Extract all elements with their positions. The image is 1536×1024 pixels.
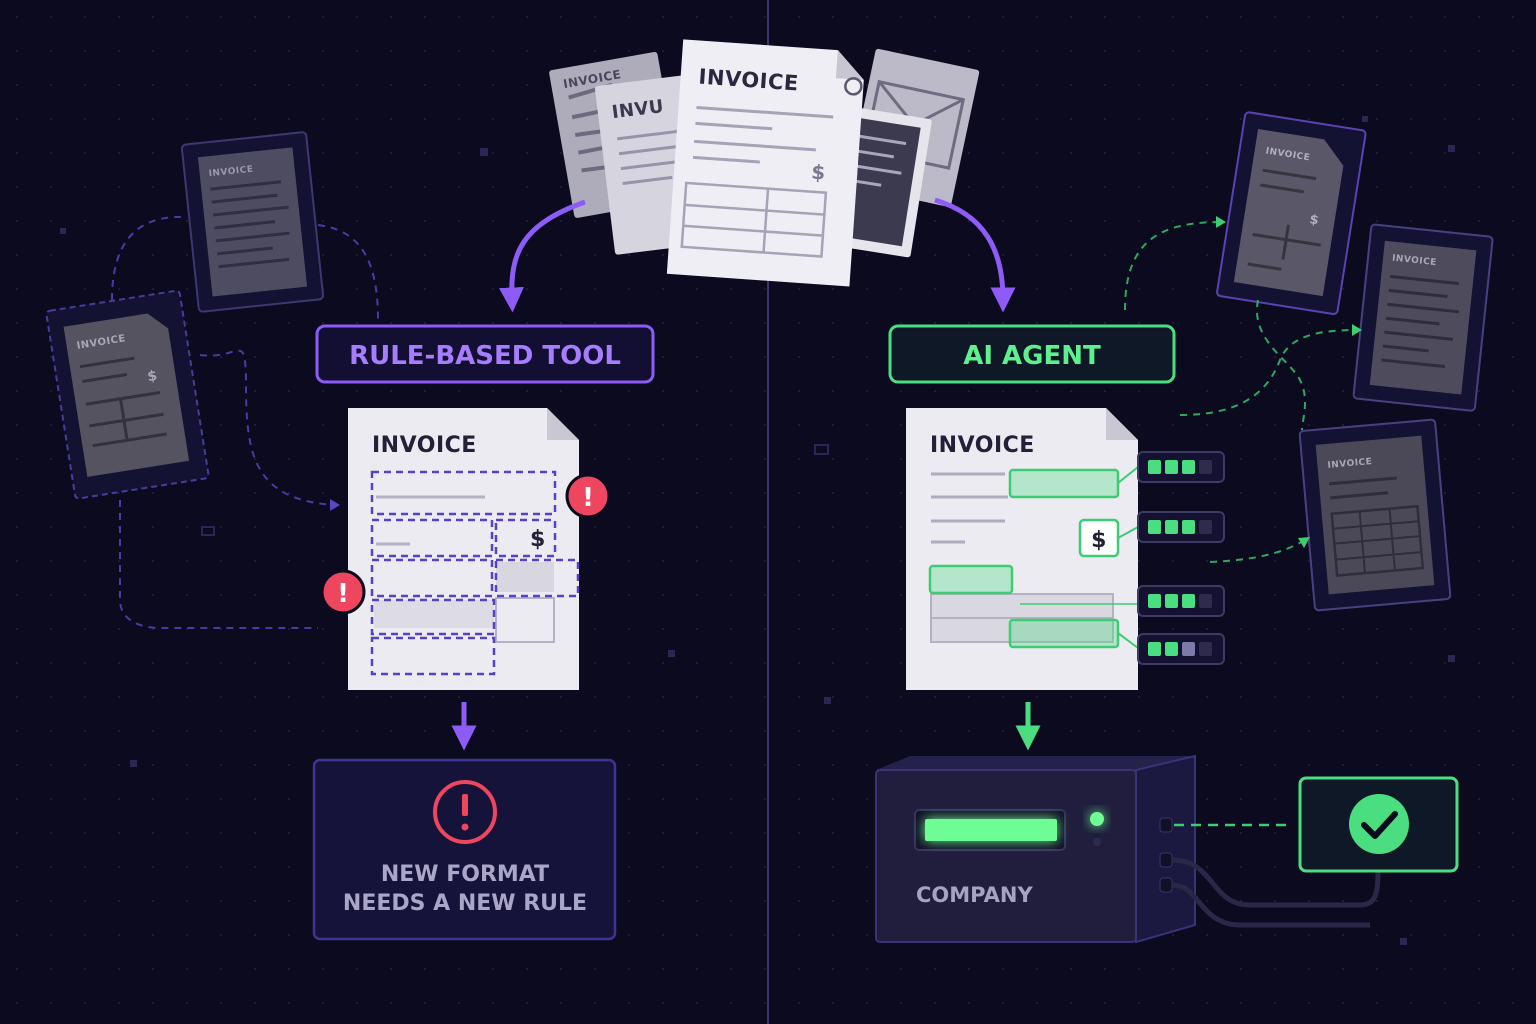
confidence-segment xyxy=(1182,520,1195,534)
ai-agent-label-text: AI AGENT xyxy=(963,341,1101,371)
server-status-bar xyxy=(925,819,1057,841)
rule-based-invoice: INVOICE $ xyxy=(348,408,580,690)
confidence-segment xyxy=(1199,594,1212,608)
confidence-segment xyxy=(1182,642,1195,656)
flow-arrowhead-right-2 xyxy=(1352,324,1362,336)
right-variant-invoice-2: INVOICE xyxy=(1352,223,1494,412)
decorative-dots xyxy=(60,116,1455,945)
field-connectors xyxy=(1117,466,1139,649)
flow-arrowhead-right-3 xyxy=(1298,537,1310,548)
company-server: COMPANY xyxy=(875,754,1196,944)
left-variant-1-title: INVOICE xyxy=(208,165,254,180)
front-invoice-dollar: $ xyxy=(810,160,826,185)
paperclip-icon xyxy=(844,77,863,96)
confidence-segment xyxy=(1182,460,1195,474)
rule-based-invoice-title: INVOICE xyxy=(372,433,477,458)
check-icon xyxy=(1349,794,1409,854)
confidence-segment xyxy=(1199,520,1212,534)
front-invoice: INVOICE $ xyxy=(666,39,864,287)
confidence-meter xyxy=(1137,633,1225,665)
flow-arrowhead-right-1 xyxy=(1216,216,1226,228)
success-box xyxy=(1298,776,1459,873)
rule-based-label-text: RULE-BASED TOOL xyxy=(349,341,621,371)
error-badge-2-mark: ! xyxy=(337,579,349,609)
ai-agent-dollar: $ xyxy=(1091,528,1107,553)
left-variant-invoice-1: INVOICE xyxy=(180,131,325,313)
rule-template-boxes xyxy=(370,470,580,676)
right-variant-invoice-1: INVOICE $ xyxy=(1216,111,1367,316)
ai-agent-label: AI AGENT xyxy=(888,324,1176,384)
flow-arrowhead-left xyxy=(330,499,340,511)
confidence-segment xyxy=(1148,460,1161,474)
confidence-meter xyxy=(1137,451,1225,483)
server-led xyxy=(1090,812,1104,826)
rule-based-result: NEW FORMAT NEEDS A NEW RULE xyxy=(312,758,617,941)
right-variant-1-dollar: $ xyxy=(1308,212,1320,228)
arrow-to-rule-based xyxy=(498,199,586,313)
error-badge-1: ! xyxy=(565,473,611,519)
ai-extracted-fields xyxy=(928,468,1120,649)
left-variant-invoice-2: INVOICE $ xyxy=(45,289,210,500)
rule-result-line2: NEEDS A NEW RULE xyxy=(343,891,587,916)
left-variant-2-dollar: $ xyxy=(146,368,159,385)
ai-agent-invoice: INVOICE $ xyxy=(906,408,1140,690)
confidence-segment xyxy=(1199,642,1212,656)
confidence-meter xyxy=(1137,585,1225,617)
confidence-segment xyxy=(1182,594,1195,608)
confidence-segment xyxy=(1165,642,1178,656)
confidence-meter-frame xyxy=(1137,511,1225,543)
confidence-meters xyxy=(1137,451,1225,665)
right-variant-3-title: INVOICE xyxy=(1327,457,1373,471)
rule-result-line1: NEW FORMAT xyxy=(381,862,549,887)
confidence-segment xyxy=(1165,594,1178,608)
arrow-to-ai-agent xyxy=(934,197,1016,313)
confidence-segment xyxy=(1148,642,1161,656)
confidence-meter-frame xyxy=(1137,585,1225,617)
confidence-meter-frame xyxy=(1137,451,1225,483)
confidence-segment xyxy=(1148,520,1161,534)
warning-icon xyxy=(433,780,497,844)
left-flow-lines xyxy=(111,215,379,629)
company-label: COMPANY xyxy=(916,883,1033,907)
confidence-meter-frame xyxy=(1137,633,1225,665)
confidence-segment xyxy=(1165,520,1178,534)
error-badge-1-mark: ! xyxy=(582,483,594,513)
right-flow-lines xyxy=(1124,221,1359,563)
confidence-segment xyxy=(1165,460,1178,474)
rule-based-dollar: $ xyxy=(530,527,546,552)
right-variant-2-title: INVOICE xyxy=(1392,254,1438,269)
rule-based-label: RULE-BASED TOOL xyxy=(315,324,655,384)
confidence-segment xyxy=(1148,594,1161,608)
incoming-documents: INVOICE INVU INVOICE $ xyxy=(549,39,980,287)
ai-agent-invoice-title: INVOICE xyxy=(930,433,1035,458)
right-variant-invoice-3: INVOICE xyxy=(1298,418,1452,612)
confidence-segment xyxy=(1199,460,1212,474)
confidence-meter xyxy=(1137,511,1225,543)
server-cables xyxy=(1171,857,1381,928)
error-badge-2: ! xyxy=(320,569,366,615)
